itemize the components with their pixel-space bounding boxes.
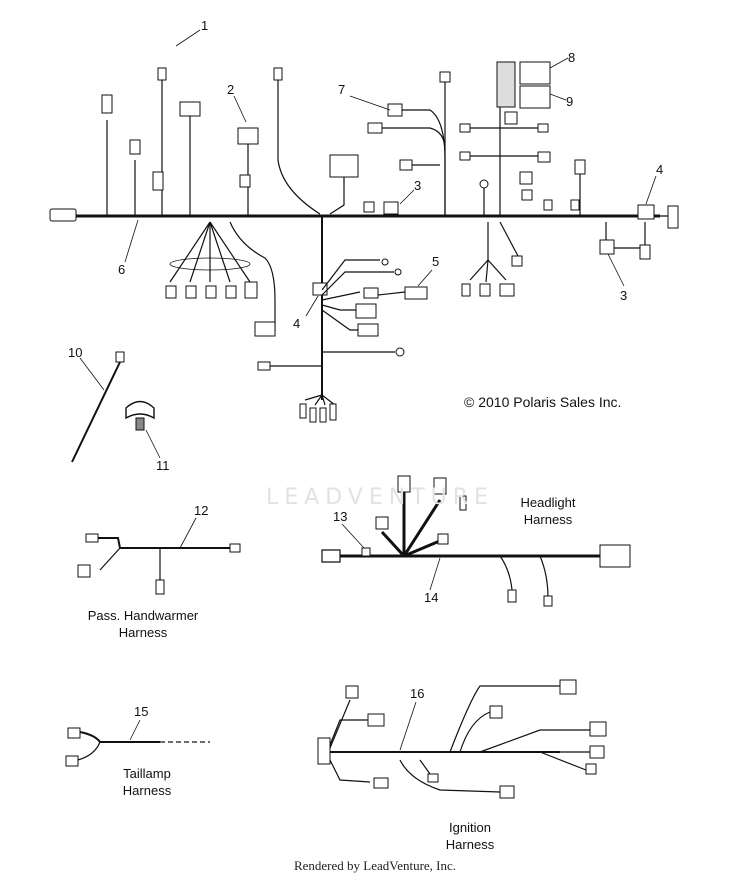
taillamp-caption-line1: Taillamp	[123, 766, 171, 781]
callout-4b: 4	[293, 316, 300, 331]
callout-10: 10	[68, 345, 82, 360]
headlight-caption-line2: Harness	[524, 512, 573, 527]
harness-captions: Headlight Harness Pass. Handwarmer Harne…	[88, 495, 576, 852]
footer-credit: Rendered by LeadVenture, Inc.	[293, 858, 457, 873]
ac-regulator-plug	[667, 205, 679, 229]
chassis-connector	[49, 208, 77, 222]
fuse-box	[496, 61, 516, 108]
main-chassis-harness	[49, 61, 679, 423]
callout-2: 2	[227, 82, 234, 97]
handwarmer-harness	[77, 533, 241, 595]
callout-6: 6	[118, 262, 125, 277]
taillamp-harness	[65, 727, 210, 767]
handwarmer-caption-line2: Harness	[119, 625, 168, 640]
callout-1: 1	[201, 18, 208, 33]
callout-8: 8	[568, 50, 575, 65]
regulator-connector	[637, 204, 655, 220]
ac-outlet-block	[329, 154, 359, 178]
callout-numbers: 1 2 3 3 4 4 5 6 7 8 9 10 11 12 13 14 15 …	[68, 18, 663, 719]
leader-lines	[79, 29, 657, 751]
taillamp-caption-line2: Harness	[123, 783, 172, 798]
callout-5: 5	[432, 254, 439, 269]
callout-14: 14	[424, 590, 438, 605]
callout-7: 7	[338, 82, 345, 97]
watermark: LEADVENTURE	[266, 485, 494, 510]
relay-9	[519, 85, 551, 109]
callout-11: 11	[156, 458, 170, 473]
headlight-caption-line1: Headlight	[521, 495, 576, 510]
callout-15: 15	[134, 704, 148, 719]
callout-12: 12	[194, 503, 208, 518]
callout-4a: 4	[656, 162, 663, 177]
callout-3a: 3	[414, 178, 421, 193]
handwarmer-caption-line1: Pass. Handwarmer	[88, 608, 199, 623]
speed-sensor-connector	[404, 286, 428, 300]
ignition-caption-line1: Ignition	[449, 820, 491, 835]
ignition-caption-line2: Harness	[446, 837, 495, 852]
callout-9: 9	[566, 94, 573, 109]
headlight-main-connector	[599, 544, 631, 568]
cable-tie	[71, 351, 125, 463]
callout-13: 13	[333, 509, 347, 524]
ignition-harness	[317, 679, 607, 799]
copyright-text: © 2010 Polaris Sales Inc.	[464, 394, 621, 410]
harness-clamp	[125, 400, 155, 431]
callout-16: 16	[410, 686, 424, 701]
relay-8	[519, 61, 551, 85]
headlight-harness	[321, 475, 631, 607]
callout-3b: 3	[620, 288, 627, 303]
